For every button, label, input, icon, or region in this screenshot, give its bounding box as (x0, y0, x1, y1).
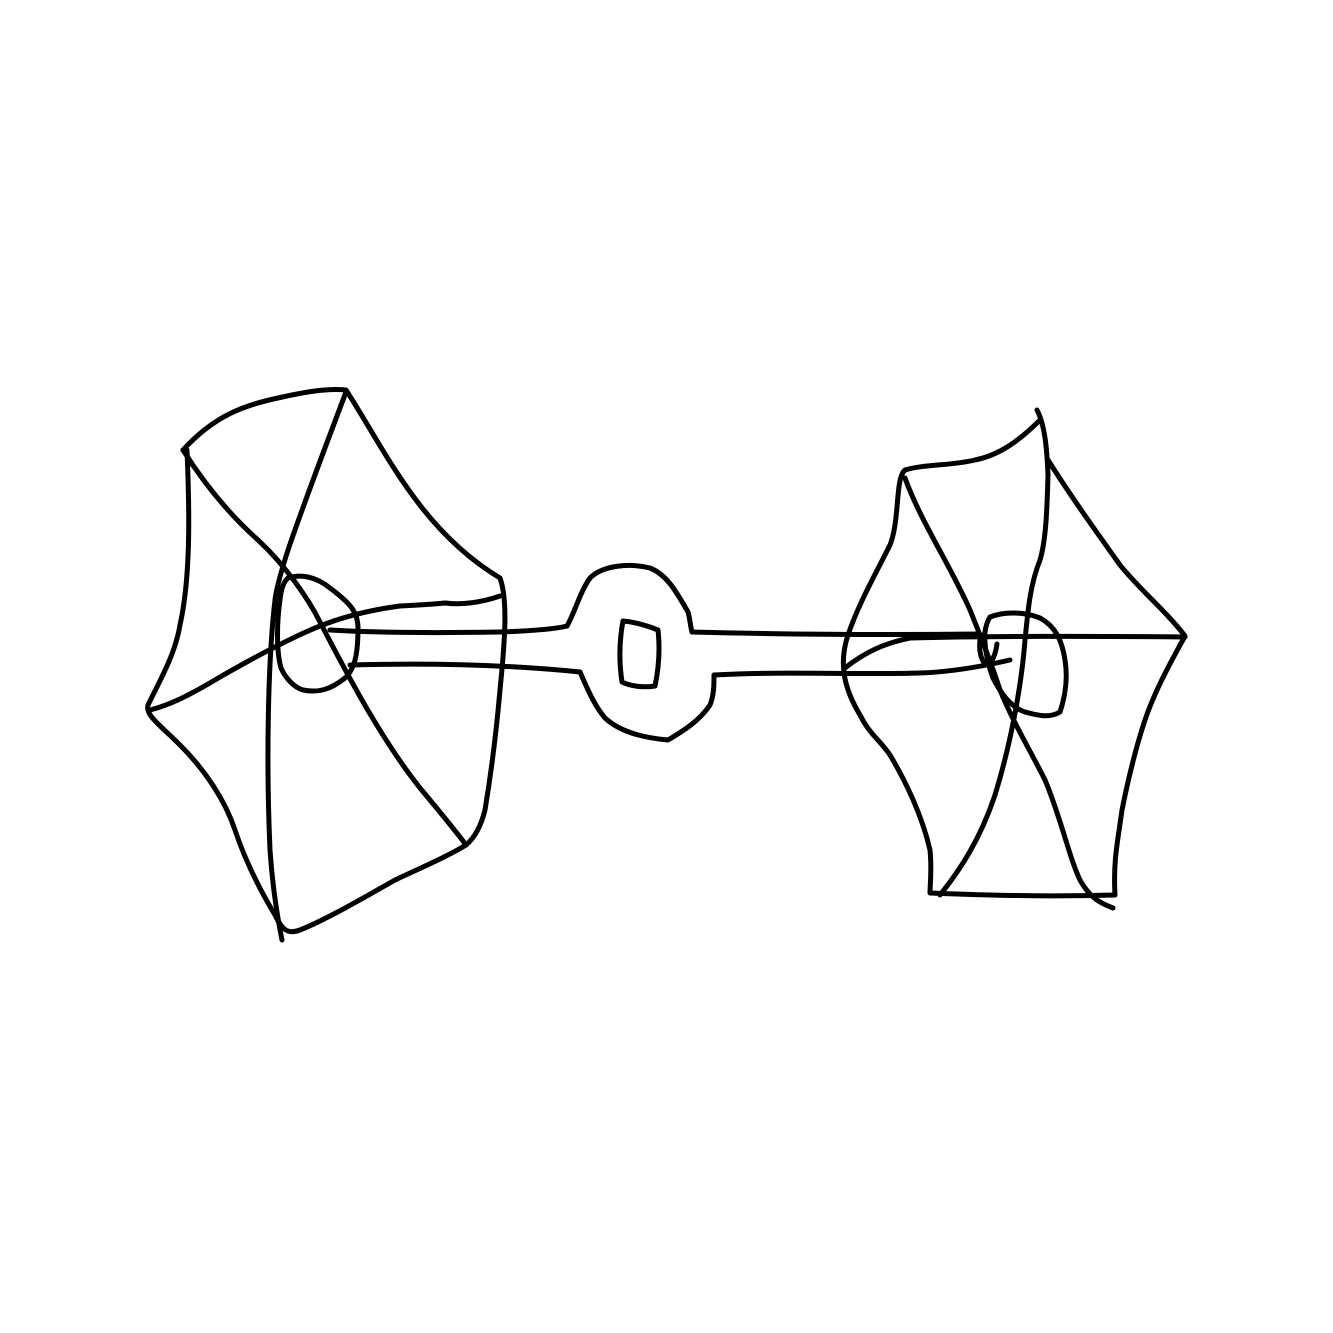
left-wing-spar-diagonal-2 (272, 389, 349, 603)
right-wing-outline (840, 417, 1188, 899)
right-strut-top (689, 629, 983, 637)
cockpit-window (617, 618, 662, 690)
left-wing-spar-diagonal-1 (180, 447, 469, 848)
cockpit-pod (564, 562, 717, 743)
right-wing (840, 407, 1188, 911)
right-hub-inner-mark (977, 637, 1000, 668)
right-wing-spar-horizontal (842, 633, 1188, 671)
connector-strut (327, 562, 1013, 743)
left-strut-bottom (347, 661, 583, 675)
left-strut-top (327, 623, 570, 636)
right-strut-bottom (711, 657, 1013, 678)
left-wing-outline (145, 387, 508, 935)
right-wing-hub (982, 610, 1069, 719)
right-wing-spar-diagonal-1 (902, 475, 1116, 911)
right-wing-spar-vertical (937, 407, 1051, 898)
left-wing (145, 387, 508, 943)
left-wing-spar-horizontal (147, 593, 503, 713)
left-wing-hub (275, 573, 361, 694)
